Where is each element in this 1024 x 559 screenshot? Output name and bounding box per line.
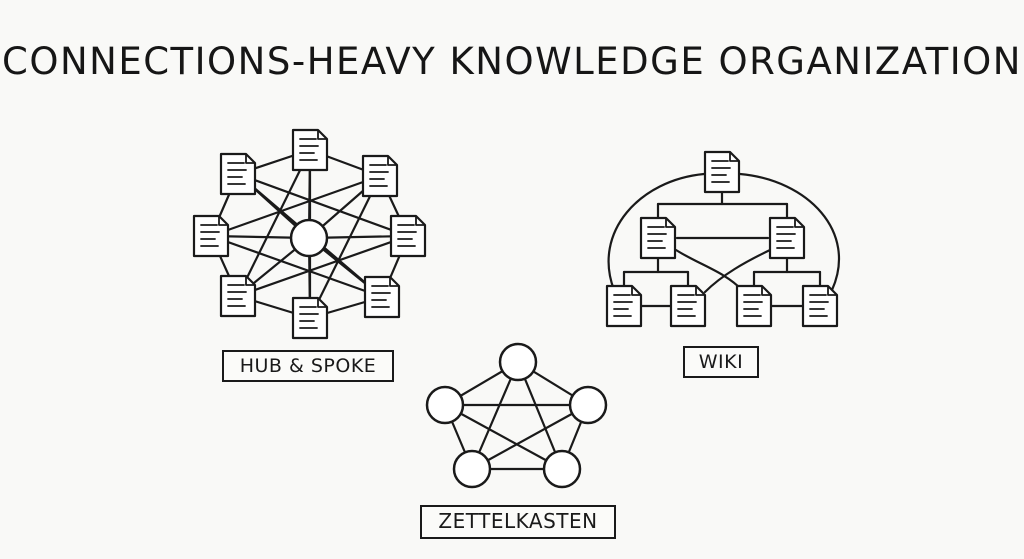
hub-and-spoke-diagram: [194, 130, 425, 338]
document-fold: [696, 286, 705, 295]
document-fold: [246, 154, 255, 163]
document-fold: [795, 218, 804, 227]
document-icon: [365, 277, 399, 317]
wiki-label: WIKI: [683, 346, 759, 378]
document-fold: [390, 277, 399, 286]
circle-node: [454, 451, 490, 487]
document-sheet: [221, 276, 255, 316]
document-icon: [221, 276, 255, 316]
mesh-link: [472, 405, 588, 469]
circle-node: [427, 387, 463, 423]
document-icon: [293, 130, 327, 170]
mesh-link: [472, 362, 518, 469]
document-sheet: [363, 156, 397, 196]
document-icon: [293, 298, 327, 338]
document-icon: [391, 216, 425, 256]
cross-link: [238, 174, 408, 236]
document-icon: [803, 286, 837, 326]
document-fold: [318, 130, 327, 139]
circle-node: [291, 220, 327, 256]
document-sheet: [391, 216, 425, 256]
cross-link: [238, 150, 310, 296]
document-sheet: [737, 286, 771, 326]
document-sheet: [194, 216, 228, 256]
document-sheet: [671, 286, 705, 326]
document-fold: [762, 286, 771, 295]
document-fold: [632, 286, 641, 295]
document-fold: [666, 218, 675, 227]
document-sheet: [770, 218, 804, 258]
circle-node: [570, 387, 606, 423]
page-title: CONNECTIONS-HEAVY KNOWLEDGE ORGANIZATION: [2, 40, 1022, 83]
circle-node: [544, 451, 580, 487]
cross-link: [238, 236, 408, 296]
document-sheet: [607, 286, 641, 326]
document-icon: [194, 216, 228, 256]
document-icon: [671, 286, 705, 326]
document-sheet: [365, 277, 399, 317]
document-icon: [641, 218, 675, 258]
cross-link: [310, 176, 380, 318]
document-sheet: [293, 130, 327, 170]
cross-link: [211, 176, 380, 236]
document-sheet: [293, 298, 327, 338]
document-sheet: [803, 286, 837, 326]
document-sheet: [705, 152, 739, 192]
document-fold: [246, 276, 255, 285]
zettelkasten-label: ZETTELKASTEN: [420, 505, 616, 539]
document-icon: [607, 286, 641, 326]
document-fold: [828, 286, 837, 295]
outer-arc: [740, 174, 839, 290]
mesh-link: [445, 405, 562, 469]
document-fold: [219, 216, 228, 225]
document-sheet: [641, 218, 675, 258]
wiki-diagram: [607, 152, 839, 326]
document-icon: [705, 152, 739, 192]
document-fold: [730, 152, 739, 161]
document-fold: [318, 298, 327, 307]
document-icon: [221, 154, 255, 194]
document-sheet: [221, 154, 255, 194]
hub-and-spoke-label: HUB & SPOKE: [222, 350, 394, 382]
circle-node: [500, 344, 536, 380]
document-icon: [363, 156, 397, 196]
document-fold: [416, 216, 425, 225]
cross-link: [211, 236, 382, 297]
outer-arc: [609, 174, 704, 290]
zettelkasten-diagram: [427, 344, 606, 487]
document-fold: [388, 156, 397, 165]
document-icon: [737, 286, 771, 326]
document-icon: [770, 218, 804, 258]
cross-curve: [705, 250, 770, 292]
